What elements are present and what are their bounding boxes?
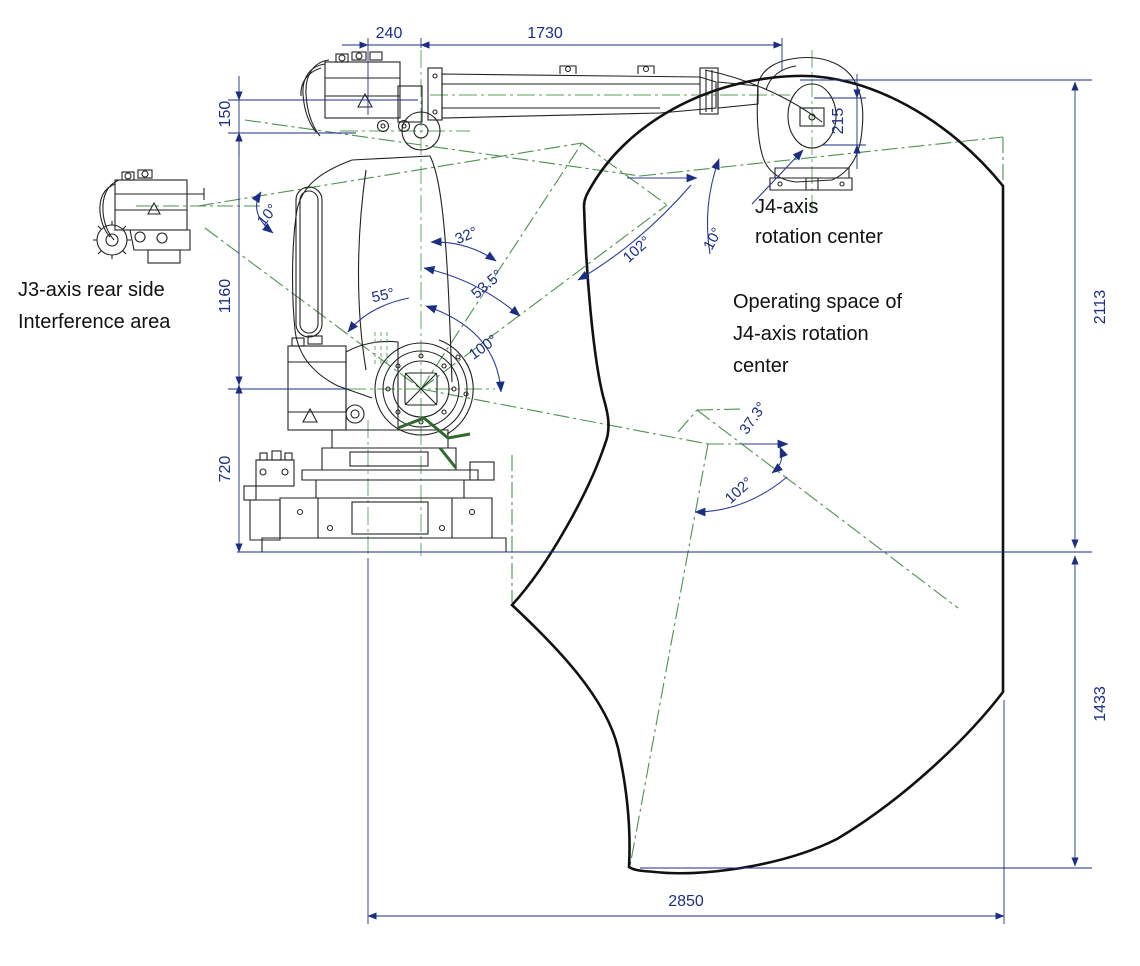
- angle-label-102-upper: 102°: [620, 233, 654, 266]
- arc-100: [425, 305, 505, 393]
- j4-rotation-label-line2: rotation center: [755, 226, 883, 248]
- dimensions: [235, 41, 1079, 920]
- construction-lower-vertical-line: [629, 443, 709, 867]
- dim-label-1160: 1160: [217, 279, 234, 314]
- angle-label-32: 32°: [453, 224, 480, 248]
- arc-53-5: [423, 265, 521, 317]
- operating-space-label-line3: center: [733, 355, 789, 377]
- construction-upper-gentle-line: [244, 119, 641, 177]
- robot-lower-arm: [292, 155, 453, 399]
- robot-side-view: [93, 50, 864, 558]
- arc-102-lower: [694, 476, 788, 517]
- robot-elbow-j3: [300, 51, 441, 151]
- j3-rear-detail-view: [93, 169, 205, 264]
- robot-wrist: [756, 56, 864, 191]
- text-labels: J3-axis rear side Interference area J4-a…: [18, 196, 902, 377]
- dim-label-215: 215: [830, 108, 847, 135]
- arc-32: [430, 237, 497, 262]
- robot-forearm-boom: [427, 65, 823, 123]
- j3-rear-label-line2: Interference area: [18, 311, 171, 333]
- construction-37deg-line: [696, 409, 959, 609]
- robot-base: [243, 429, 507, 553]
- leader-j4-rotation-center: [751, 149, 804, 205]
- construction-vertex-horizontal: [696, 408, 744, 411]
- angle-label-10-j4: 10°: [700, 225, 726, 253]
- angle-annotations: [251, 149, 804, 517]
- envelope-outline: [510, 74, 1005, 875]
- j4-rotation-label-line1: J4-axis: [755, 196, 818, 218]
- angle-label-102-lower: 102°: [722, 474, 756, 507]
- angle-label-37-3: 37.3°: [736, 399, 770, 438]
- operating-space-label-line2: J4-axis rotation: [733, 323, 869, 345]
- dim-label-2850: 2850: [668, 893, 704, 910]
- j3-rear-label-line1: J3-axis rear side: [18, 279, 165, 301]
- arc-10-left: [251, 191, 274, 234]
- construction-100deg-radial: [420, 388, 709, 445]
- construction-55deg-radial: [204, 227, 422, 390]
- arc-10-j4: [706, 158, 720, 255]
- dim-label-150: 150: [217, 101, 234, 128]
- construction-upper-connector: [581, 142, 668, 206]
- arc-102-upper: [577, 184, 692, 281]
- dim-label-1433: 1433: [1092, 686, 1109, 722]
- dimension-labels: 240 1730 150 1160 720 215 2113 1433 2850: [217, 25, 1109, 910]
- extension-lines: [228, 38, 1092, 924]
- dim-label-240: 240: [376, 25, 403, 42]
- construction-32deg-radial: [420, 142, 583, 390]
- construction-wrist-path-line: [639, 136, 1004, 177]
- construction-vertex-connector: [677, 409, 698, 433]
- arc-55: [347, 297, 410, 333]
- angle-label-100: 100°: [466, 331, 501, 363]
- dim-label-2113: 2113: [1092, 290, 1109, 325]
- angle-label-10-left: 10°: [254, 201, 282, 229]
- construction-53deg-radial: [420, 204, 668, 390]
- operating-space-label-line1: Operating space of: [733, 291, 902, 313]
- angle-label-53-5: 53.5°: [468, 267, 506, 303]
- arc-37-3: [771, 446, 788, 474]
- angle-label-55: 55°: [370, 285, 396, 306]
- dim-label-1730: 1730: [527, 25, 563, 42]
- dim-label-720: 720: [217, 456, 234, 483]
- construction-left-upper-line: [197, 142, 583, 207]
